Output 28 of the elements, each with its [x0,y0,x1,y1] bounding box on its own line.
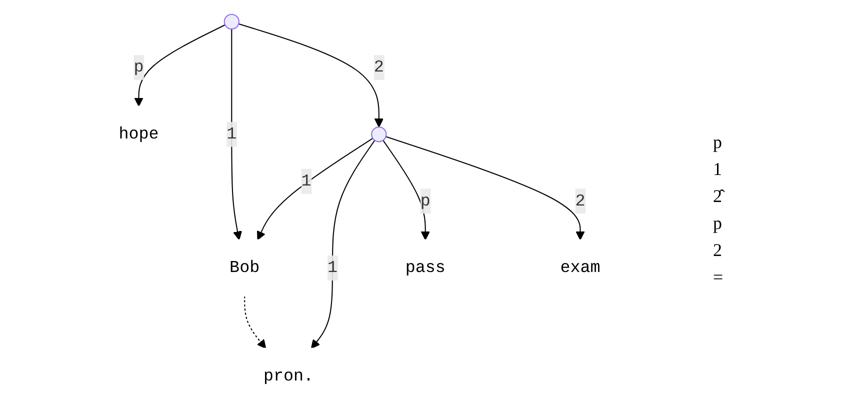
arc-label: 2 [713,240,723,260]
arrow [231,28,242,240]
arrow [134,24,226,107]
edge-label: p [134,58,144,77]
edge-label: 1 [301,172,312,191]
arrow [310,140,376,349]
node-text: hope [118,124,159,144]
node-text: pron. [263,367,314,386]
edge-label: 1 [327,258,338,278]
edge-label: p [420,192,430,211]
arc-label: = [713,266,724,288]
arc-label: 1 [713,158,723,180]
arc-label: p [713,212,723,234]
arc-label: 2̂ [713,186,843,206]
arrow [244,296,266,349]
node-text: exam [560,258,600,278]
arrow [238,23,384,128]
arrow [386,136,585,240]
arc-label: p [713,132,723,152]
node-circle [371,126,387,142]
arrow [382,140,430,240]
node-text: Bob [230,258,260,278]
edge-label: 1 [226,124,237,144]
edge-label: 2 [374,58,384,77]
node-text: pass [405,258,446,278]
arrow [256,138,374,240]
node-circle [224,14,240,30]
edge-label: 2 [575,192,586,211]
